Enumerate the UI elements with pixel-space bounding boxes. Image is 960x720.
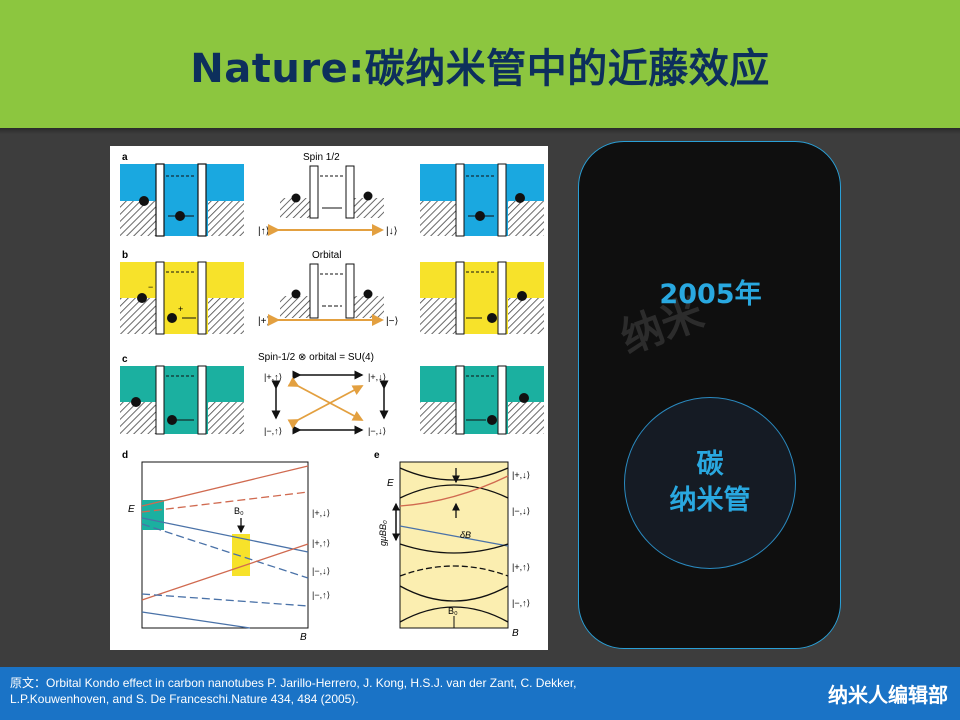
panel-e-level-4: |−,↑⟩ — [512, 598, 530, 608]
topic-line-2: 纳米管 — [669, 485, 751, 516]
title-bar — [0, 0, 960, 128]
panel-b-left-diagram: − + — [120, 261, 244, 335]
panel-e-plot — [392, 461, 509, 629]
panel-d-level-2: |+,↑⟩ — [312, 538, 330, 548]
panel-e-level-2: |−,↓⟩ — [512, 506, 530, 516]
topic-line-1: 碳 — [696, 449, 724, 480]
panel-b-title: Orbital — [312, 250, 341, 261]
panel-c-letter: c — [122, 354, 128, 365]
panel-d-level-3: |−,↓⟩ — [312, 566, 330, 576]
panel-d-xlabel: B — [300, 632, 307, 643]
panel-b-minus: − — [148, 282, 153, 292]
panel-e-delta: δB — [460, 530, 471, 540]
panel-e-xlabel: B — [512, 628, 519, 639]
panel-b-right-state: |−⟩ — [386, 316, 398, 327]
panel-e-gmu: gμBB₀ — [378, 520, 388, 546]
panel-c-state-3: |−,↑⟩ — [264, 426, 282, 436]
panel-e-level-1: |+,↓⟩ — [512, 470, 530, 480]
kondo-figure-svg: a Spin 1/2 |↑⟩ |↓⟩ — [120, 152, 544, 643]
panel-d-plot — [141, 461, 309, 629]
panel-b-left-state: |+⟩ — [258, 316, 270, 327]
kondo-figure: a Spin 1/2 |↑⟩ |↓⟩ — [110, 146, 548, 650]
panel-a-right-state: |↓⟩ — [386, 226, 398, 237]
footer-bar: 原文：Orbital Kondo effect in carbon nanotu… — [0, 667, 960, 720]
panel-c-state-2: |+,↓⟩ — [368, 372, 386, 382]
year-label: 2005年 — [659, 279, 762, 310]
panel-a-title: Spin 1/2 — [303, 152, 340, 163]
panel-a-letter: a — [122, 152, 128, 163]
panel-b-plus: + — [178, 304, 183, 314]
panel-e-b0: B₀ — [448, 606, 458, 616]
panel-c-state-1: |+,↑⟩ — [264, 372, 282, 382]
panel-c-state-4: |−,↓⟩ — [368, 426, 386, 436]
citation: 原文：Orbital Kondo effect in carbon nanotu… — [10, 675, 710, 707]
citation-line-1: 原文：Orbital Kondo effect in carbon nanotu… — [10, 676, 577, 690]
panel-c-title: Spin-1/2 ⊗ orbital = SU(4) — [258, 352, 374, 363]
title-bar-shadow — [0, 128, 960, 134]
panel-a-left-state: |↑⟩ — [258, 226, 270, 237]
slide-title: Nature:碳纳米管中的近藤效应 — [190, 46, 770, 92]
info-panel: 纳米 2005年 碳 纳米管 — [578, 141, 841, 649]
panel-b-letter: b — [122, 250, 128, 261]
panel-c-right-diagram — [420, 365, 544, 435]
panel-e-ylabel: E — [387, 478, 394, 489]
brand-label: 纳米人编辑部 — [828, 683, 948, 707]
panel-d-b0: B₀ — [234, 506, 244, 516]
panel-d-level-1: |+,↓⟩ — [312, 508, 330, 518]
topic-circle: 碳 纳米管 — [624, 397, 796, 569]
panel-b-right-diagram — [420, 261, 544, 335]
panel-a-left-diagram — [120, 163, 244, 237]
panel-c-state-diagram: |+,↑⟩ |+,↓⟩ |−,↑⟩ |−,↓⟩ — [264, 370, 389, 436]
panel-b-center-diagram — [280, 263, 384, 319]
citation-line-2: L.P.Kouwenhoven, and S. De Franceschi.Na… — [10, 692, 359, 706]
panel-e-level-3: |+,↑⟩ — [512, 562, 530, 572]
panel-d-ylabel: E — [128, 504, 135, 515]
panel-e-letter: e — [374, 450, 380, 461]
panel-d-level-4: |−,↑⟩ — [312, 590, 330, 600]
panel-c-left-diagram — [120, 365, 244, 435]
panel-a-right-diagram — [420, 163, 544, 237]
panel-d-letter: d — [122, 450, 128, 461]
panel-a-center-diagram — [280, 165, 384, 219]
